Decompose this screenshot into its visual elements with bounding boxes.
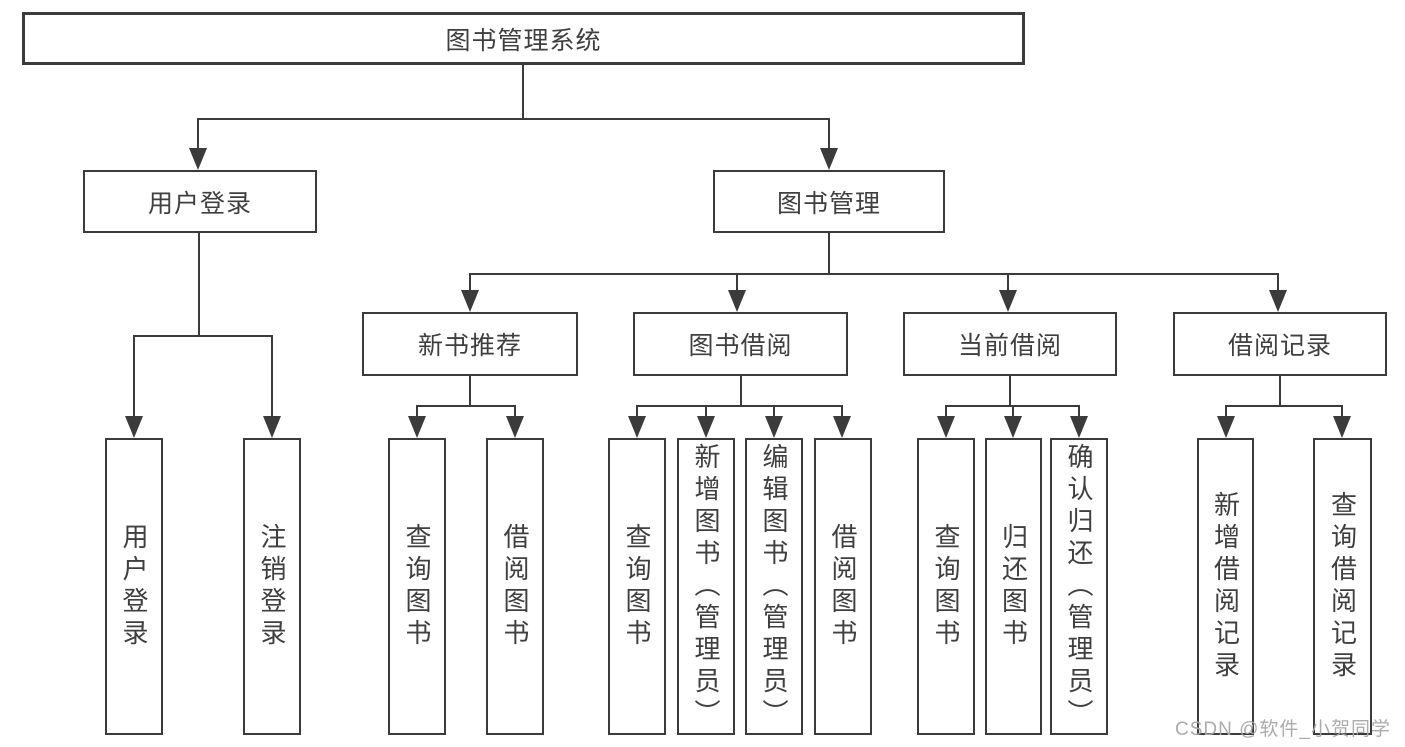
node-label: 新书推荐	[417, 332, 522, 360]
leaf-label: 借阅图书	[828, 522, 858, 651]
connector-root-vertical	[522, 65, 524, 120]
leaf-add-borrow-record: 新增借阅记录	[1197, 438, 1254, 735]
connector-user-login-horizontal	[133, 335, 273, 337]
leaf-user-login: 用户登录	[105, 438, 163, 735]
leaf-label: 新增图书（管理员）	[691, 442, 721, 731]
arrow-down-icon	[937, 416, 955, 438]
connector-stem-leaf	[705, 405, 707, 418]
connector-stem-leaf	[271, 335, 273, 418]
arrow-down-icon	[697, 416, 715, 438]
arrow-down-icon	[765, 416, 783, 438]
arrow-down-icon	[1269, 290, 1287, 312]
leaf-query-borrow-record: 查询借阅记录	[1313, 438, 1372, 735]
leaf-borrow-books-borrowing: 借阅图书	[814, 438, 872, 735]
connector-records-vertical	[1279, 376, 1281, 407]
arrow-down-icon	[408, 416, 426, 438]
connector-stem-leaf	[1078, 405, 1080, 418]
connector-stem-leaf	[1012, 405, 1014, 418]
leaf-label: 编辑图书（管理员）	[759, 442, 789, 731]
leaf-logout: 注销登录	[243, 438, 301, 735]
leaf-query-books-recommend: 查询图书	[388, 438, 446, 735]
node-label: 图书管理系统	[445, 26, 602, 55]
connector-stem-current	[1007, 273, 1009, 292]
node-new-book-recommendation: 新书推荐	[362, 312, 578, 376]
leaf-return-books: 归还图书	[985, 438, 1042, 735]
connector-stem-leaf	[1225, 405, 1227, 418]
leaf-label: 确认归还（管理员）	[1064, 442, 1094, 731]
connector-stem-leaf	[841, 405, 843, 418]
leaf-add-books-admin: 新增图书（管理员）	[677, 438, 735, 735]
leaf-confirm-return-admin: 确认归还（管理员）	[1050, 438, 1108, 735]
connector-current-vertical	[1009, 376, 1011, 407]
connector-user-login-vertical	[198, 233, 200, 337]
connector-stem-leaf	[773, 405, 775, 418]
connector-borrowing-vertical	[740, 376, 742, 407]
leaf-label: 用户登录	[119, 522, 149, 651]
connector-stem-leaf	[514, 405, 516, 418]
arrow-down-icon	[506, 416, 524, 438]
connector-recommend-horizontal	[416, 405, 516, 407]
arrow-down-icon	[999, 290, 1017, 312]
arrow-down-icon	[820, 148, 838, 170]
csdn-watermark: CSDN @软件_小贺同学	[1175, 719, 1391, 740]
connector-stem-book-management	[828, 118, 830, 152]
connector-stem-leaf	[1341, 405, 1343, 418]
connector-borrowing-horizontal	[636, 405, 843, 407]
leaf-label: 查询图书	[402, 522, 432, 651]
arrow-down-icon	[1070, 416, 1088, 438]
arrow-down-icon	[1333, 416, 1351, 438]
connector-book-management-vertical	[828, 233, 830, 275]
leaf-query-books-current: 查询图书	[917, 438, 975, 735]
connector-stem-leaf	[133, 335, 135, 418]
leaf-label: 归还图书	[998, 522, 1029, 651]
node-label: 图书借阅	[688, 332, 793, 360]
connector-stem-leaf	[945, 405, 947, 418]
arrow-down-icon	[189, 148, 207, 170]
arrow-down-icon	[728, 290, 746, 312]
arrow-down-icon	[833, 416, 851, 438]
connector-stem-recommend	[469, 273, 471, 292]
arrow-down-icon	[461, 290, 479, 312]
connector-stem-user-login	[197, 118, 199, 152]
connector-stem-leaf	[636, 405, 638, 418]
node-user-login: 用户登录	[83, 170, 317, 233]
node-book-management: 图书管理	[713, 170, 945, 233]
node-library-management-system: 图书管理系统	[22, 12, 1025, 65]
connector-level2-horizontal	[469, 273, 1279, 275]
leaf-label: 借阅图书	[500, 522, 530, 651]
connector-level1-horizontal	[197, 118, 830, 120]
arrow-down-icon	[125, 416, 143, 438]
connector-stem-leaf	[416, 405, 418, 418]
connector-records-horizontal	[1225, 405, 1343, 407]
leaf-label: 查询图书	[931, 522, 961, 651]
leaf-label: 查询图书	[622, 522, 652, 651]
leaf-edit-books-admin: 编辑图书（管理员）	[745, 438, 803, 735]
leaf-label: 注销登录	[257, 522, 287, 651]
node-current-borrowing: 当前借阅	[903, 312, 1117, 376]
leaf-label: 查询借阅记录	[1327, 490, 1358, 683]
node-book-borrowing: 图书借阅	[633, 312, 848, 376]
connector-recommend-vertical	[469, 376, 471, 407]
arrow-down-icon	[1217, 416, 1235, 438]
connector-stem-records	[1277, 273, 1279, 292]
node-label: 借阅记录	[1227, 332, 1332, 360]
connector-stem-borrowing	[736, 273, 738, 292]
node-label: 图书管理	[776, 189, 881, 218]
leaf-label: 新增借阅记录	[1210, 490, 1241, 683]
node-label: 用户登录	[147, 189, 252, 218]
arrow-down-icon	[263, 416, 281, 438]
leaf-borrow-books-recommend: 借阅图书	[486, 438, 544, 735]
leaf-query-books-borrowing: 查询图书	[608, 438, 666, 735]
arrow-down-icon	[628, 416, 646, 438]
arrow-down-icon	[1004, 416, 1022, 438]
node-borrowing-records: 借阅记录	[1173, 312, 1387, 376]
node-label: 当前借阅	[957, 332, 1062, 360]
